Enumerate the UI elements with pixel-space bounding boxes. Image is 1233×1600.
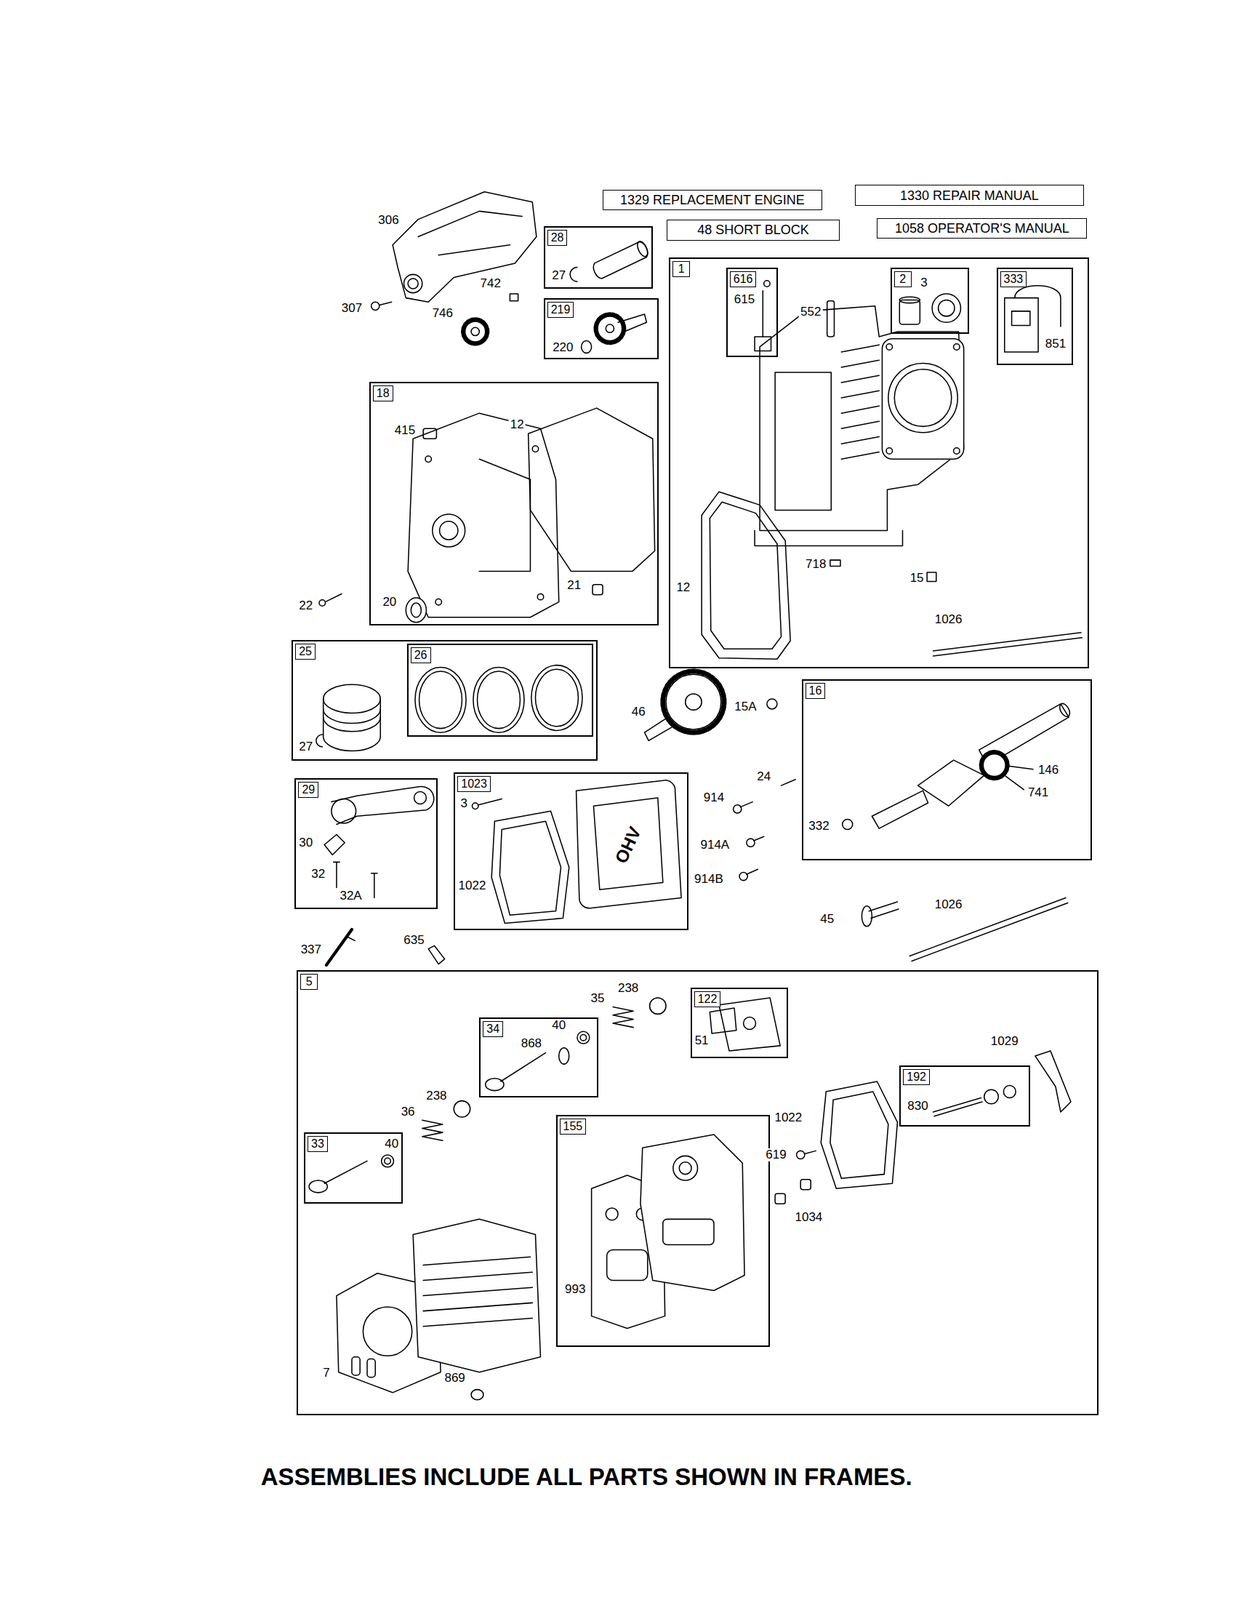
- callout-number: 238: [616, 981, 640, 995]
- callout-number: 1022: [772, 1110, 804, 1124]
- title-text: 48 SHORT BLOCK: [697, 222, 809, 238]
- assembly-number: 192: [902, 1068, 930, 1085]
- logo-text: OHV: [613, 822, 643, 866]
- assembly-frame: 122: [690, 987, 789, 1058]
- callout-number: 1034: [793, 1210, 825, 1224]
- callout-number: 27: [550, 268, 568, 283]
- callout-number: 615: [732, 292, 757, 307]
- callout-number: 36: [399, 1105, 417, 1119]
- assembly-number: 155: [559, 1118, 587, 1135]
- assembly-number: 2: [894, 271, 912, 288]
- callout-number: 12: [674, 580, 692, 594]
- callout-number: 15A: [732, 700, 758, 714]
- callout-number: 7: [321, 1366, 331, 1380]
- assembly-number: 29: [298, 781, 319, 798]
- callout-number: 1022: [457, 878, 488, 893]
- assembly-frame: 616: [726, 267, 779, 357]
- callout-number: 830: [905, 1099, 930, 1113]
- callout-number: 220: [551, 340, 575, 355]
- callout-number: 15: [908, 571, 926, 585]
- callout-number: 32A: [338, 889, 363, 903]
- assembly-number: 26: [410, 647, 432, 664]
- callout-number: 20: [380, 595, 398, 609]
- callout-number: 146: [1036, 763, 1060, 777]
- callout-number: 337: [299, 942, 323, 957]
- callout-number: 619: [764, 1147, 788, 1162]
- callout-number: 914: [702, 790, 726, 805]
- callout-number: 22: [297, 599, 315, 613]
- callout-number: 1026: [933, 612, 965, 626]
- assembly-frame: 34: [479, 1017, 599, 1098]
- callout-number: 914A: [699, 838, 732, 852]
- callout-number: 46: [630, 705, 648, 719]
- assembly-frame: 192: [899, 1065, 1031, 1127]
- assembly-number: 25: [295, 643, 316, 660]
- callout-number: 40: [550, 1018, 568, 1032]
- callout-number: 24: [755, 769, 773, 783]
- callout-number: 12: [508, 418, 526, 432]
- assembly-number: 1: [672, 260, 690, 277]
- assembly-number: 219: [547, 301, 575, 318]
- assembly-frame: 1023: [453, 772, 689, 930]
- callout-number: 3: [918, 276, 929, 290]
- callout-number: 868: [519, 1036, 544, 1050]
- title-box: 1058 OPERATOR'S MANUAL: [876, 218, 1087, 239]
- title-text: 1329 REPLACEMENT ENGINE: [620, 192, 805, 208]
- assembly-number: 5: [300, 973, 318, 990]
- assembly-frame: 155: [556, 1114, 771, 1346]
- title-box: 1330 REPAIR MANUAL: [854, 184, 1085, 206]
- callout-number: 21: [565, 578, 583, 592]
- callout-number: 307: [340, 301, 364, 315]
- assembly-number: 18: [372, 385, 394, 402]
- callout-number: 30: [297, 836, 315, 850]
- caption: ASSEMBLIES INCLUDE ALL PARTS SHOWN IN FR…: [260, 1462, 913, 1491]
- callout-number: 32: [309, 867, 327, 881]
- callout-number: 306: [376, 213, 400, 227]
- callout-number: 27: [297, 740, 315, 754]
- callout-number: 742: [479, 276, 503, 291]
- callout-number: 851: [1043, 337, 1068, 351]
- callout-number: 45: [818, 912, 836, 926]
- assembly-number: 16: [805, 682, 826, 699]
- title-text: 1058 OPERATOR'S MANUAL: [894, 221, 1070, 236]
- callout-number: 741: [1026, 785, 1050, 799]
- assembly-frame: 2: [890, 267, 970, 334]
- callout-number: 238: [424, 1089, 448, 1103]
- callout-number: 35: [589, 991, 607, 1005]
- assembly-frame: 25 26: [291, 639, 598, 762]
- callout-number: 746: [431, 306, 455, 320]
- assembly-frame: 29: [294, 777, 437, 909]
- assembly-frame: 333: [996, 267, 1074, 366]
- assembly-frame: 26: [407, 643, 594, 737]
- callout-number: 993: [563, 1282, 587, 1296]
- assembly-number: 616: [729, 271, 757, 288]
- callout-number: 635: [402, 933, 426, 947]
- title-box: 48 SHORT BLOCK: [666, 219, 839, 241]
- callout-number: 1029: [989, 1034, 1020, 1048]
- assembly-number: 122: [694, 990, 722, 1007]
- title-box: 1329 REPLACEMENT ENGINE: [602, 189, 823, 211]
- title-text: 1330 REPAIR MANUAL: [900, 188, 1039, 203]
- callout-number: 415: [393, 423, 417, 437]
- assembly-frame: 1 616 2 333: [668, 257, 1090, 669]
- assembly-number: 333: [1000, 271, 1028, 288]
- assembly-number: 28: [547, 229, 568, 246]
- assembly-number: 1023: [457, 775, 491, 792]
- assembly-number: 34: [482, 1020, 504, 1037]
- assembly-number: 33: [307, 1135, 328, 1152]
- callout-number: 3: [459, 796, 469, 810]
- callout-number: 552: [798, 305, 823, 319]
- callout-number: 332: [806, 819, 831, 833]
- callout-number: 51: [693, 1033, 711, 1047]
- callout-number: 718: [804, 557, 828, 571]
- callout-number: 1026: [933, 897, 965, 911]
- callout-number: 869: [442, 1371, 467, 1385]
- callout-number: 40: [383, 1137, 400, 1151]
- callout-number: 914B: [692, 872, 725, 886]
